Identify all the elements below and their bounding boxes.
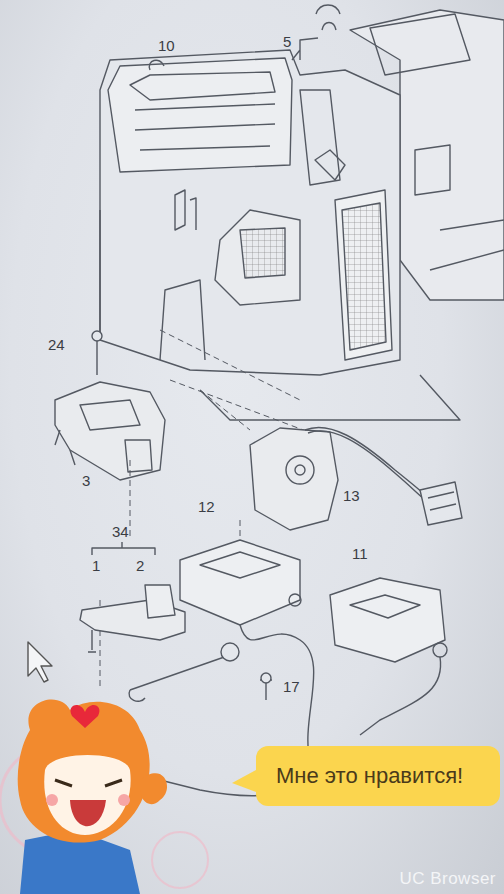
callout-number: 10	[158, 38, 175, 53]
watermark: UC Browser	[399, 869, 496, 889]
callout-number: 12	[198, 499, 215, 514]
bubble-text: Мне это нравится!	[276, 760, 484, 792]
callout-number: 3	[82, 473, 90, 488]
callout-number: 2	[136, 558, 144, 573]
callout-number: 5	[283, 34, 291, 49]
callout-number: 17	[283, 679, 300, 694]
callout-number: 1	[92, 558, 100, 573]
callout-number: 11	[352, 546, 368, 561]
callout-number: 24	[48, 337, 65, 352]
speech-bubble: Мне это нравится!	[256, 746, 500, 806]
callout-number: 34	[112, 524, 129, 539]
callout-number: 13	[343, 488, 360, 503]
